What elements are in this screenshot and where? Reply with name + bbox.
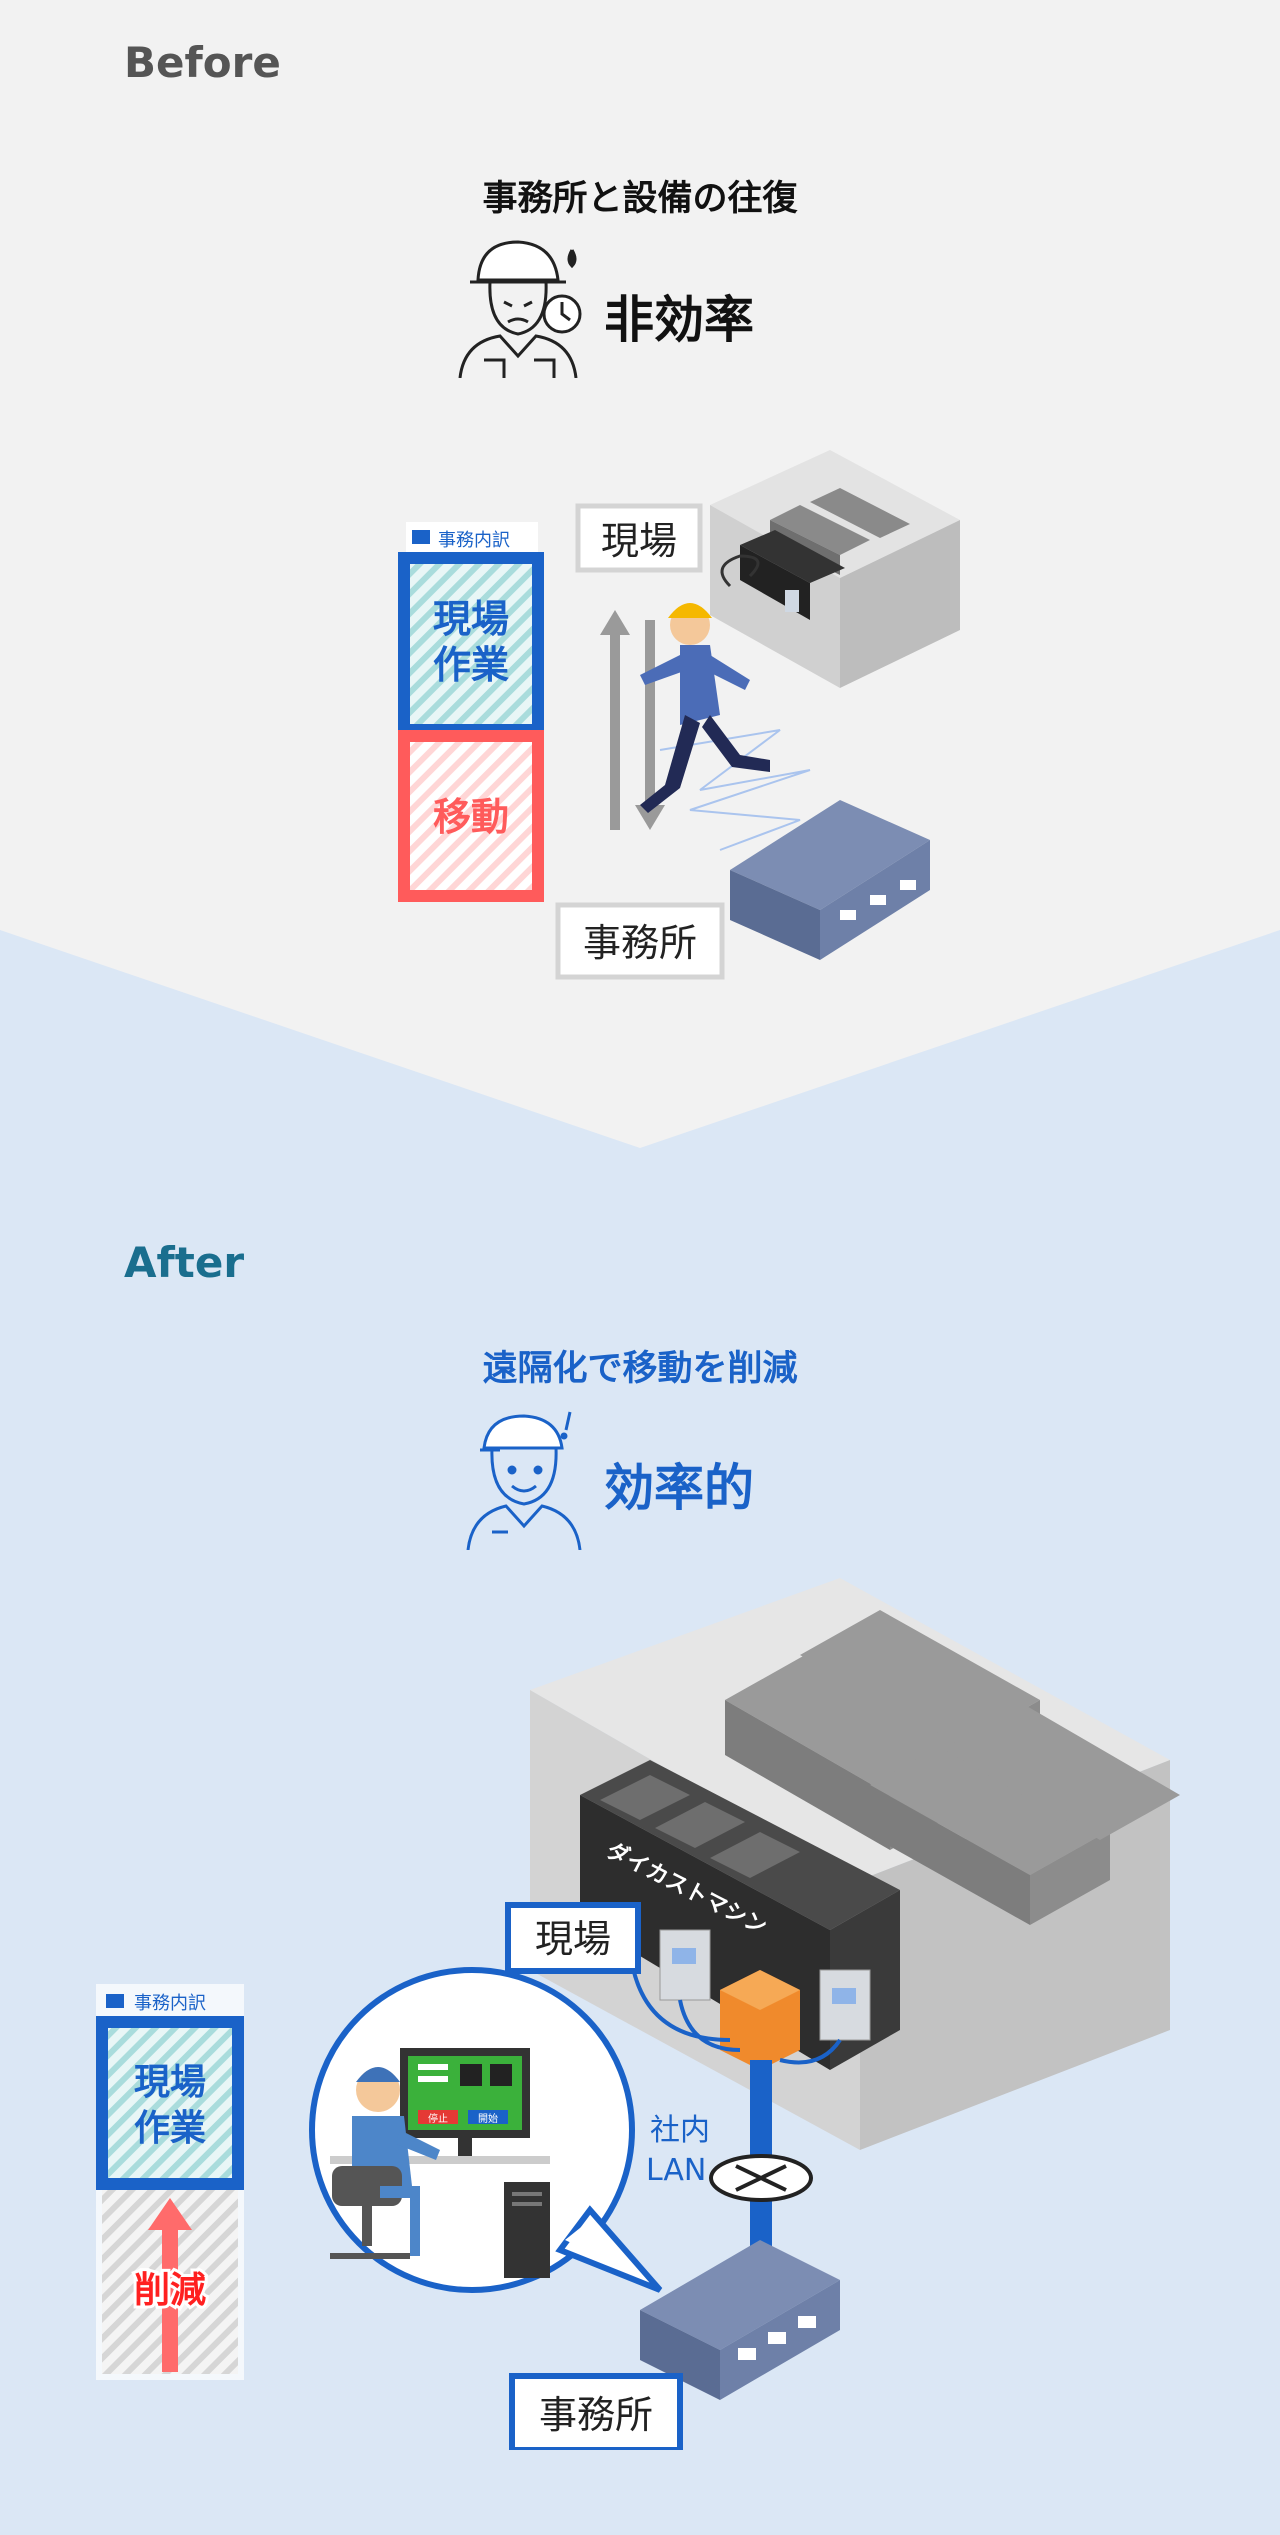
before-breakdown-bar: 事務内訳 現場 作業 移動 [398,522,544,902]
after-office-label: 事務所 [539,2393,653,2437]
after-headline: 効率的 [604,1459,754,1517]
after-breakdown-bar: 事務内訳 現場 作業 削減 [96,1984,244,2380]
before-site-label: 現場 [601,519,677,563]
before-office-label: 事務所 [583,921,697,965]
after-scene: ダイカストマシン 社内 LAN 現場 [309,1578,1180,2450]
before-caption: 事務所と設備の往復 [482,179,798,219]
before-work-label-2: 作業 [433,643,509,687]
equipment-blocks-icon [725,1610,1180,1925]
screen-button-1: 停止 [428,2112,448,2125]
pc-tower-icon [504,2182,550,2278]
after-legend-title: 事務内訳 [134,1993,206,2014]
running-worker-icon [640,603,770,813]
worried-worker-icon [458,240,582,378]
after-caption: 遠隔化で移動を削減 [482,1349,798,1389]
after-site-label: 現場 [535,1917,611,1961]
before-legend-title: 事務内訳 [438,530,510,551]
site-machines-icon [740,488,910,620]
office-building-icon [640,2240,840,2400]
updown-arrows-icon [600,610,665,830]
before-headline: 非効率 [604,291,754,349]
screen-button-2: 開始 [478,2112,498,2125]
reduce-arrow-icon [162,2222,178,2372]
remote-operator-callout: 停止 開始 [309,1967,663,2293]
die-casting-machine-icon: ダイカストマシン [580,1760,900,2070]
after-reduce-label: 削減 [134,2270,206,2311]
before-label: Before [124,38,281,87]
after-label: After [124,1238,245,1287]
after-work-label-2: 作業 [134,2108,206,2149]
factory-icon [412,530,430,544]
before-scene: 現場 事務所 [555,450,960,980]
lan-label-1: 社内 [650,2113,710,2148]
factory-icon [106,1994,124,2008]
smiling-worker-icon [466,1411,582,1550]
after-work-label-1: 現場 [134,2062,206,2103]
office-building-icon [730,800,930,960]
before-move-label: 移動 [433,795,509,839]
lan-label-2: LAN [646,2153,706,2188]
before-work-label-1: 現場 [433,597,509,641]
